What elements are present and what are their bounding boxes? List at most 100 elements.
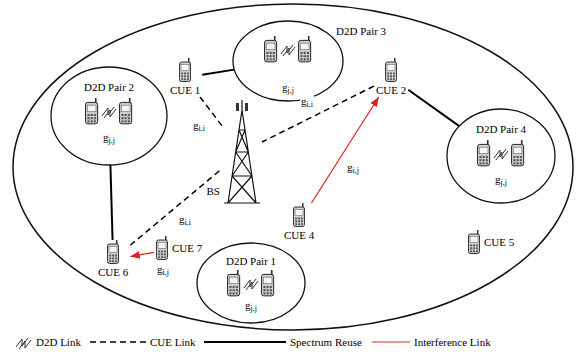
legend-item: CUE Link bbox=[150, 335, 196, 349]
phone-icon bbox=[386, 58, 397, 82]
phone-key bbox=[87, 120, 89, 122]
pair-label: D2D Pair 2 bbox=[84, 80, 134, 94]
gain-label: gi,i bbox=[178, 212, 192, 226]
gain-label: gi,j bbox=[156, 262, 170, 276]
phone-screen bbox=[266, 43, 275, 50]
phone-key bbox=[304, 55, 306, 57]
phone-body bbox=[157, 240, 168, 260]
d2d-link-symbol bbox=[244, 279, 258, 290]
base-letter: g bbox=[495, 173, 501, 185]
phone-key bbox=[390, 73, 392, 75]
phone-key bbox=[125, 114, 127, 116]
pair-label: D2D Pair 3 bbox=[336, 24, 386, 38]
phone-body bbox=[228, 274, 240, 295]
phone-key bbox=[273, 58, 275, 60]
phone-key bbox=[476, 245, 478, 247]
phone-key bbox=[184, 73, 186, 75]
phone-key bbox=[91, 114, 93, 116]
subscript: j,j bbox=[501, 178, 507, 187]
phone-key bbox=[390, 78, 392, 80]
phone-icon bbox=[294, 203, 305, 227]
phone-key bbox=[233, 292, 235, 294]
phone-key bbox=[94, 120, 96, 122]
phone-key bbox=[301, 218, 303, 220]
phone-key bbox=[295, 223, 297, 225]
tower-icon bbox=[222, 100, 262, 204]
legend-item: Spectrum Reuse bbox=[290, 335, 362, 349]
gain-label: gj,j bbox=[245, 298, 257, 312]
phone-body bbox=[469, 234, 480, 254]
phone-key bbox=[115, 255, 117, 257]
subscript: j,j bbox=[288, 86, 294, 95]
phone-screen bbox=[387, 65, 395, 71]
phone-key bbox=[476, 247, 478, 249]
phone-key bbox=[473, 245, 475, 247]
phone-key bbox=[266, 52, 268, 54]
phone-key bbox=[128, 117, 130, 119]
cue-label: CUE 2 bbox=[376, 83, 406, 97]
phone-screen bbox=[513, 147, 522, 154]
phone-key bbox=[128, 120, 130, 122]
subscript: i,i bbox=[185, 218, 191, 227]
phone-key bbox=[479, 159, 481, 161]
phone-screen bbox=[479, 147, 488, 154]
subscript: i,i bbox=[307, 100, 313, 109]
phone-body bbox=[478, 144, 490, 165]
phone-icon-frame bbox=[156, 236, 168, 260]
phone-key bbox=[266, 55, 268, 57]
phone-icon-frame bbox=[293, 203, 305, 227]
phone-key bbox=[517, 162, 519, 164]
phone-screen bbox=[109, 247, 117, 253]
phone-key bbox=[486, 159, 488, 161]
phone-key bbox=[112, 257, 114, 259]
cue-device: CUE 6 bbox=[96, 240, 130, 279]
phone-key bbox=[267, 286, 269, 288]
phone-key bbox=[393, 75, 395, 77]
phone-key bbox=[307, 52, 309, 54]
phone-key bbox=[470, 247, 472, 249]
phone-key bbox=[158, 251, 160, 253]
phone-key bbox=[483, 162, 485, 164]
d2d-link-sample bbox=[16, 338, 31, 349]
phone-key bbox=[479, 156, 481, 158]
phone-key bbox=[476, 250, 478, 252]
phone-key bbox=[307, 58, 309, 60]
phone-key bbox=[267, 292, 269, 294]
phone-key bbox=[266, 58, 268, 60]
cue-device: CUE 4 bbox=[282, 203, 316, 242]
phone-key bbox=[233, 289, 235, 291]
phone-icon bbox=[478, 140, 490, 166]
phone-key bbox=[87, 114, 89, 116]
phone-key bbox=[125, 117, 127, 119]
phone-key bbox=[109, 257, 111, 259]
phone-screen bbox=[181, 65, 189, 71]
phone-key bbox=[184, 75, 186, 77]
d2d-pair: D2D Pair 2gj,j bbox=[50, 66, 168, 166]
phone-key bbox=[390, 75, 392, 77]
phone-key bbox=[164, 256, 166, 258]
antenna-panel bbox=[236, 103, 239, 111]
phone-key bbox=[300, 52, 302, 54]
phone-key bbox=[267, 289, 269, 291]
tower-lattice bbox=[224, 100, 260, 203]
phone-screen bbox=[121, 105, 130, 112]
phone-key bbox=[295, 218, 297, 220]
cell-boundary bbox=[13, 4, 573, 330]
phone-key bbox=[513, 159, 515, 161]
phone-icon bbox=[265, 36, 277, 62]
phone-key bbox=[470, 250, 472, 252]
phone-key bbox=[270, 58, 272, 60]
phone-key bbox=[94, 117, 96, 119]
phone-key bbox=[483, 156, 485, 158]
phone-key bbox=[109, 255, 111, 257]
phone-body bbox=[86, 102, 98, 123]
cue-device: CUE 5 bbox=[466, 230, 516, 254]
phone-key bbox=[161, 251, 163, 253]
phone-key bbox=[486, 162, 488, 164]
phone-key bbox=[270, 55, 272, 57]
phone-key bbox=[112, 255, 114, 257]
cue-device: CUE 7 bbox=[154, 236, 204, 260]
phone-key bbox=[270, 52, 272, 54]
phone-key bbox=[263, 292, 265, 294]
